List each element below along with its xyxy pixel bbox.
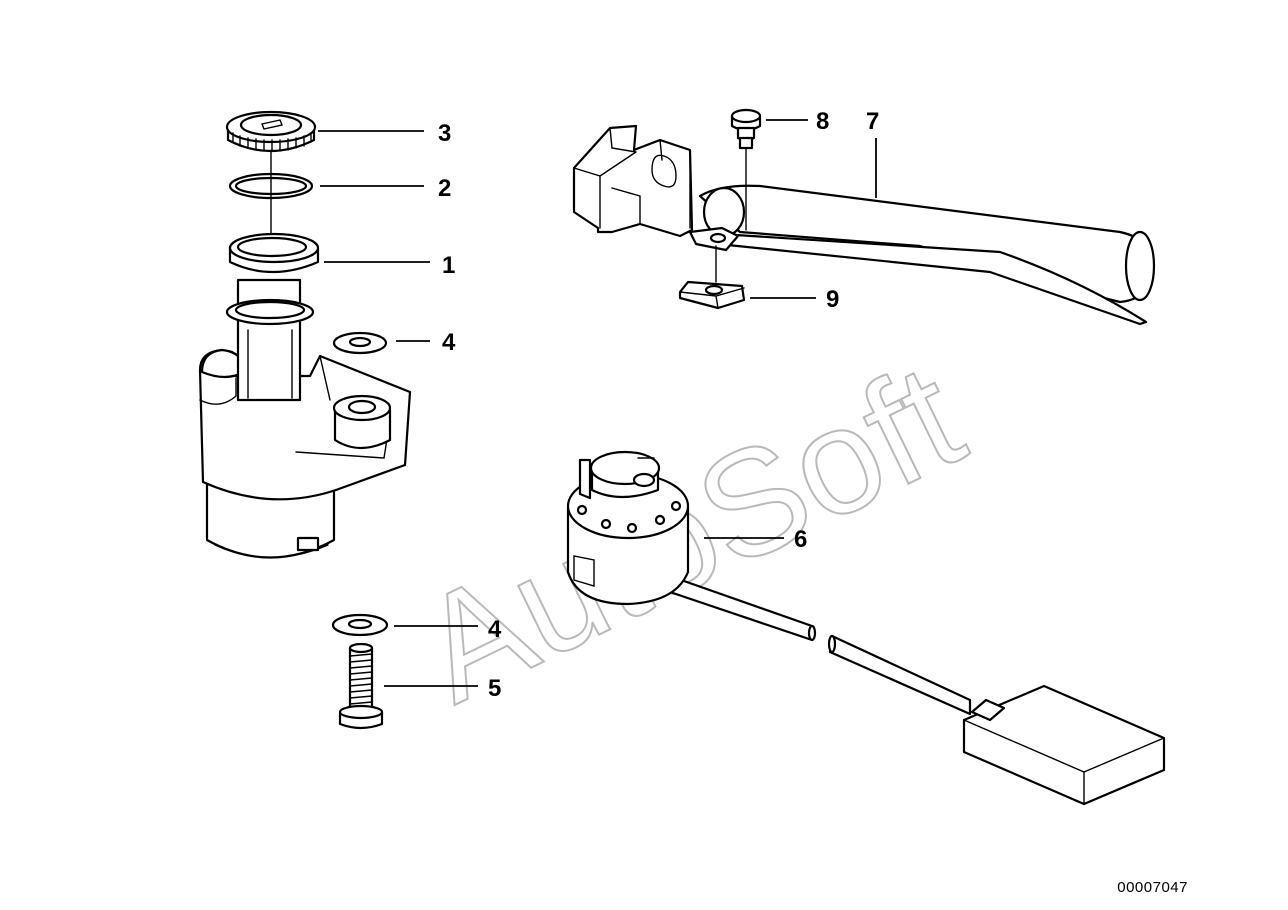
washer-lower-part xyxy=(331,613,389,637)
lock-housing-part xyxy=(198,232,412,559)
callout-7: 7 xyxy=(866,108,879,135)
callout-4-lower: 4 xyxy=(488,616,502,643)
callout-labels: 3 2 1 4 4 5 6 8 7 9 xyxy=(438,108,879,702)
callout-2: 2 xyxy=(438,175,451,202)
diagram-reference-number: 00007047 xyxy=(1117,879,1188,896)
callout-5: 5 xyxy=(488,675,501,702)
callout-1: 1 xyxy=(442,252,455,279)
washer-upper-part xyxy=(332,331,388,355)
screw-part xyxy=(338,642,384,730)
callout-3: 3 xyxy=(438,120,451,147)
cap-part xyxy=(225,110,317,153)
switch-holes xyxy=(576,500,682,534)
callout-9: 9 xyxy=(826,286,839,313)
callout-6: 6 xyxy=(794,526,807,553)
lock-bracket-part xyxy=(572,124,1156,326)
small-bolt-part xyxy=(730,108,762,231)
ignition-switch-part xyxy=(566,450,1166,806)
callout-4-upper: 4 xyxy=(442,329,456,356)
callout-8: 8 xyxy=(816,108,829,135)
leader-lines xyxy=(318,119,877,687)
nut-part xyxy=(678,245,746,310)
